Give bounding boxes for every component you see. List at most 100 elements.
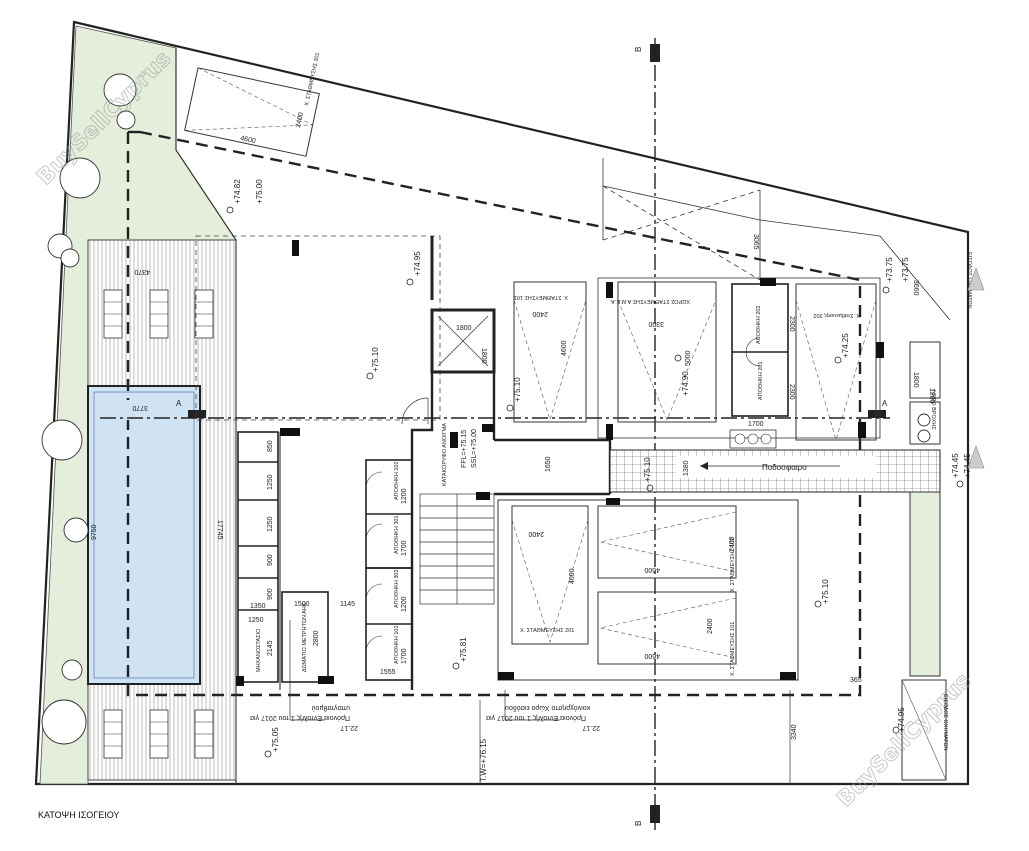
level-15: +74.95 [897, 707, 906, 732]
level-1: +74.82 [233, 179, 242, 204]
stair [419, 493, 495, 605]
room-parking-102: Χ. ΣΤΑΘΜΕΥΣΗΣ 102 [730, 538, 736, 592]
note1-line1: 22.17 [340, 724, 358, 731]
level-5: +75.10 [513, 377, 522, 402]
level-17: FFL=+75.15 [461, 430, 468, 468]
dim-1145: 1145 [340, 601, 355, 608]
dim-2400a: 2400 [295, 112, 305, 129]
dim-4600c: 4600 [644, 566, 660, 573]
dim-1250b: 1250 [267, 516, 274, 532]
pool-inner [93, 391, 195, 679]
dim-2400d: 2400 [707, 618, 714, 634]
dim-2800: 2800 [313, 630, 320, 646]
dim-2400c: 2400 [729, 536, 736, 552]
swimming-pool [87, 385, 201, 685]
dim-9750: 9750 [91, 524, 98, 540]
room-lift-room: ΚΑΤΑΚΟΡΥΦΟ ΑΝΟΙΓΜΑ [442, 423, 448, 486]
dim-1200: 1200 [928, 388, 935, 404]
room-parking-101: Χ. ΣΤΑΘΜΕΥΣΗΣ 101 [514, 294, 568, 300]
level-16: T.W=+76.15 [479, 738, 488, 782]
level-2: +75.00 [255, 179, 264, 204]
dim-1250c: 1250 [248, 617, 264, 624]
dim-1350: 1350 [250, 603, 266, 610]
dim-3340: 3340 [791, 724, 798, 740]
room-amea: ΧΩΡΟΣ ΣΤΑΘΜΕΥΣΗΣ Α.Μ.Ε.Α. [609, 298, 690, 304]
section-a-right: A [882, 399, 888, 408]
dim-2400b: 2400 [528, 530, 544, 537]
dim-1380: 1380 [683, 460, 690, 476]
note1-line2: Πρόνοια Εντολής 1 του 2017 για [250, 714, 350, 722]
dim-1200a: 1200 [401, 488, 408, 504]
dim-3065: 3065 [752, 234, 759, 250]
note2-line1: 22.17 [582, 724, 600, 731]
dim-2300a: 2300 [788, 316, 795, 332]
dim-17745: 17745 [216, 520, 223, 540]
level-7: +74.25 [841, 333, 850, 358]
dim-4600a: 4600 [240, 135, 257, 145]
dim-1500: 1500 [294, 601, 310, 608]
level-9: +73.75 [901, 257, 910, 282]
plot-boundary [34, 20, 970, 786]
dim-2145: 2145 [267, 640, 274, 656]
dim-2300b: 2300 [788, 384, 795, 400]
dim-3300: 3300 [648, 320, 664, 327]
room-store-101: ΑΠΟΘΗΚΗ 101 [394, 625, 400, 664]
level-4: +75.10 [371, 347, 380, 372]
section-b-top: B [634, 47, 643, 52]
dim-2400e: 2400 [532, 310, 548, 317]
room-store-301: ΑΠΟΘΗΚΗ 301 [394, 515, 400, 554]
note2-line2: Πρόνοια Εντολής 1 του 2017 για [486, 714, 586, 722]
level-18: SSL=+75.00 [471, 429, 478, 468]
watermark-bottom: BuySellCyprus [833, 668, 977, 812]
note1-line3: υπογταθμού [312, 704, 350, 712]
room-pedestrians: Ποδοσφαιρο [762, 463, 807, 472]
level-3: +74.95 [413, 251, 422, 276]
north-arrow [967, 267, 985, 469]
section-a-left: A [176, 399, 182, 408]
room-entry-exit2: ΕΙΣΟΔΟΣ ΟΧΗΜΑΤΩΝ [942, 694, 948, 751]
dim-1700: 1700 [748, 421, 764, 428]
dim-3770: 3770 [132, 404, 148, 411]
level-6: +74.90 [681, 371, 690, 396]
room-store-201: ΑΠΟΘΗΚΗ 201 [758, 361, 764, 400]
dim-4600b: 4600 [569, 568, 576, 584]
note2-line3: κοινόχρηστο Χώρο εισόδου [505, 704, 590, 712]
level-12: +75.10 [643, 457, 652, 482]
room-store-102: ΑΠΟΘΗΚΗ 102 [394, 461, 400, 500]
dim-1250a: 1250 [267, 474, 274, 490]
room-meters: ΔΩΜΑΤΙΟ ΜΕΤΡΗΤΩΝ ΑΗΚ [302, 602, 308, 672]
room-parking-202: Χ. Σταθμευσης 202 [813, 312, 860, 318]
dim-1700b: 1700 [401, 648, 408, 664]
right-green-strip [909, 491, 941, 677]
section-b-bottom: B [634, 821, 643, 826]
dim-4600e: 4600 [561, 340, 568, 356]
room-parking-101b: Χ. ΣΤΑΘΜΕΥΣΗΣ 101 [730, 622, 736, 676]
dim-5000: 5000 [685, 350, 692, 366]
dim-3660: 3660 [912, 280, 919, 296]
level-10: +74.45 [951, 453, 960, 478]
drawing-title: ΚΑΤΟΨΗ ΙΣΟΓΕΙΟΥ [38, 810, 119, 820]
room-store-202: ΑΠΟΘΗΚΗ 202 [756, 305, 762, 344]
dim-4600d: 4600 [644, 652, 660, 659]
dim-1800b: 1800 [480, 348, 487, 364]
columns [236, 240, 884, 686]
dim-1200b: 1200 [401, 596, 408, 612]
dim-1800: 1800 [456, 325, 472, 332]
room-pool-equipment: ΜΗΧΑΝΟΣΤΑΣΙΟ [256, 628, 262, 672]
dim-365: 365 [850, 677, 862, 684]
parking-top [184, 67, 320, 157]
parking-bays-upper [513, 281, 877, 441]
dim-900: 900 [267, 554, 274, 566]
dim-1800c: 1800 [912, 372, 919, 388]
level-19: +75.10 [821, 579, 830, 604]
room-parking-201: Χ. ΣΤΑΘΜΕΥΣΗΣ 201 [520, 628, 574, 634]
level-14: +75.05 [271, 727, 280, 752]
level-13: +75.81 [459, 637, 468, 662]
dim-4370: 4370 [134, 268, 150, 275]
dim-850: 850 [267, 440, 274, 452]
room-rain-water: ΝΕΡΟ ΒΡΟΧΗΣ [930, 390, 936, 430]
room-entry-exit: ΕΙΣΟΔΟΣ ΟΧΗΜΑΤΩΝ [966, 252, 972, 309]
dim-900b: 900 [267, 588, 274, 600]
level-11: +74.45 [963, 453, 972, 478]
